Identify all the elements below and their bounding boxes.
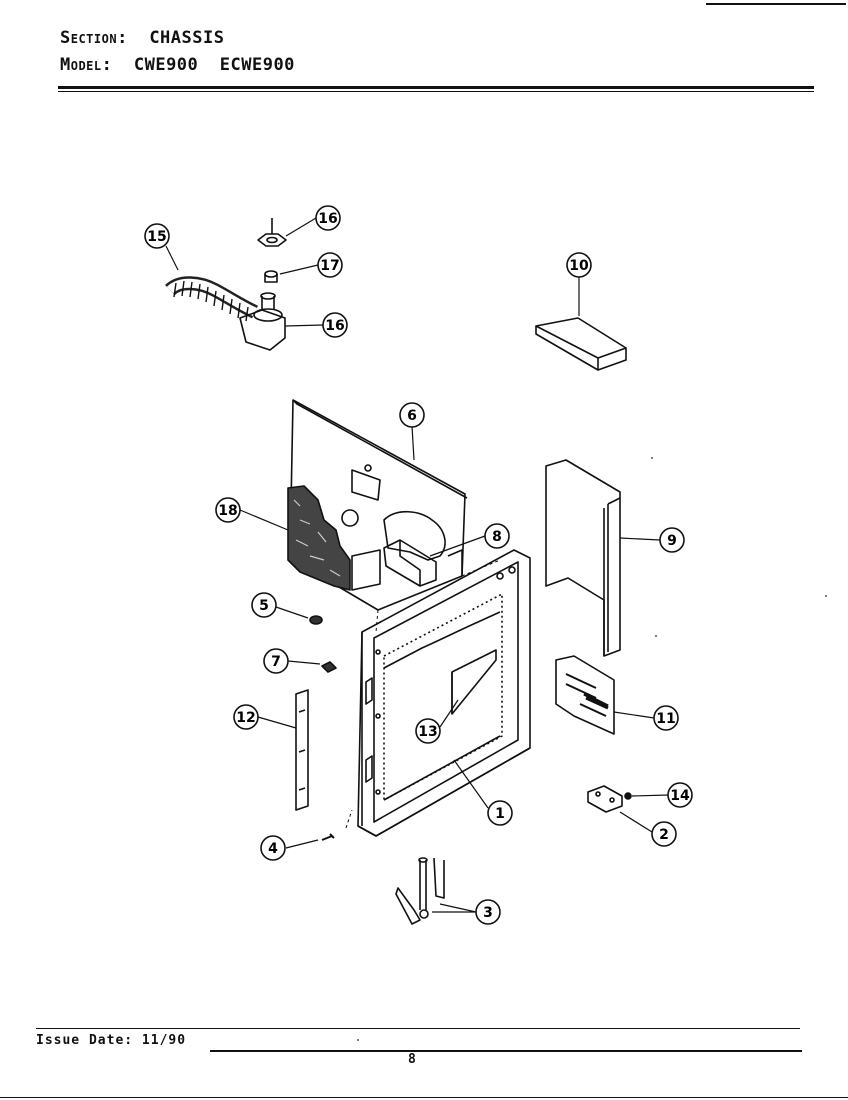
callout-11: 11 [653, 705, 679, 731]
model-value-1: CWE900 [133, 55, 199, 75]
label-plate-part [555, 655, 615, 735]
callout-9: 9 [659, 527, 685, 553]
leader-lines [165, 217, 669, 913]
callout-5: 5 [251, 592, 277, 618]
callout-label: 12 [236, 710, 255, 726]
callout-13: 13 [415, 718, 441, 744]
section-label: Section: [60, 28, 128, 48]
screw-part [321, 833, 335, 841]
nut-part [257, 218, 287, 247]
footer-rule [36, 1028, 800, 1029]
model-value-2: ECWE900 [219, 55, 295, 75]
callout-label: 10 [569, 258, 589, 274]
plug-part [309, 615, 323, 625]
page-number: 8 [408, 1052, 416, 1067]
top-cover-part [535, 317, 627, 371]
issue-date-label: Issue Date: [36, 1033, 134, 1048]
bottom-edge [0, 1097, 848, 1098]
callout-label: 18 [218, 503, 237, 519]
issue-date: Issue Date: 11/90 [36, 1033, 186, 1048]
footer-rule-right [210, 1050, 802, 1052]
callout-8: 8 [484, 523, 510, 549]
callout-16b: 16 [322, 312, 348, 338]
callout-label: 1 [495, 806, 505, 822]
callout-label: 9 [667, 533, 677, 549]
callout-label: 8 [492, 529, 502, 545]
callout-17: 17 [317, 252, 343, 278]
callout-2: 2 [651, 821, 677, 847]
callout-6: 6 [399, 402, 425, 428]
callout-label: 15 [147, 229, 166, 245]
callout-7: 7 [263, 648, 289, 674]
callout-label: 17 [320, 258, 339, 274]
callout-3: 3 [475, 899, 501, 925]
model-heading: Model: CWE900 ECWE900 [60, 55, 295, 75]
small-cap-part [264, 270, 278, 283]
pump-fitting-part [239, 292, 286, 351]
header-rule-thick [58, 86, 814, 89]
callouts: 16 17 16 15 10 6 18 8 9 5 7 12 13 11 1 1… [144, 205, 693, 925]
callout-label: 7 [271, 654, 281, 670]
drain-hose-part [165, 276, 259, 322]
callout-label: 4 [268, 841, 278, 857]
trim-strip-part [295, 689, 309, 811]
hinge-block-part [587, 785, 632, 813]
section-heading: Section: CHASSIS [60, 28, 224, 48]
section-value: CHASSIS [149, 28, 225, 48]
callout-label: 13 [418, 724, 437, 740]
clip-part [321, 661, 337, 673]
callout-15: 15 [144, 223, 170, 249]
back-panel-part [289, 399, 468, 611]
top-right-mark [706, 3, 846, 5]
front-panel-part [357, 549, 531, 837]
callout-14: 14 [667, 782, 693, 808]
callout-label: 5 [259, 598, 269, 614]
callout-label: 11 [656, 711, 675, 727]
callout-label: 3 [483, 905, 493, 921]
callout-1: 1 [487, 800, 513, 826]
header-rule-thin [58, 91, 814, 92]
callout-4: 4 [260, 835, 286, 861]
callout-16a: 16 [315, 205, 341, 231]
insulation-pad-part [287, 485, 351, 591]
assembly-guide-lines [345, 559, 501, 829]
callout-label: 14 [670, 788, 690, 804]
access-plate-part [451, 649, 497, 715]
scan-specks [357, 457, 827, 1041]
callout-label: 6 [407, 408, 417, 424]
bracket-part [383, 539, 437, 587]
callout-label: 16 [325, 318, 344, 334]
callout-label: 2 [659, 827, 669, 843]
model-label: Model: [60, 55, 113, 75]
callout-18: 18 [215, 497, 241, 523]
issue-date-value: 11/90 [141, 1033, 187, 1048]
callout-label: 16 [318, 211, 337, 227]
side-panel-part [545, 459, 621, 657]
callout-10: 10 [566, 252, 592, 278]
callout-12: 12 [233, 704, 259, 730]
leveling-legs-part [395, 857, 445, 925]
